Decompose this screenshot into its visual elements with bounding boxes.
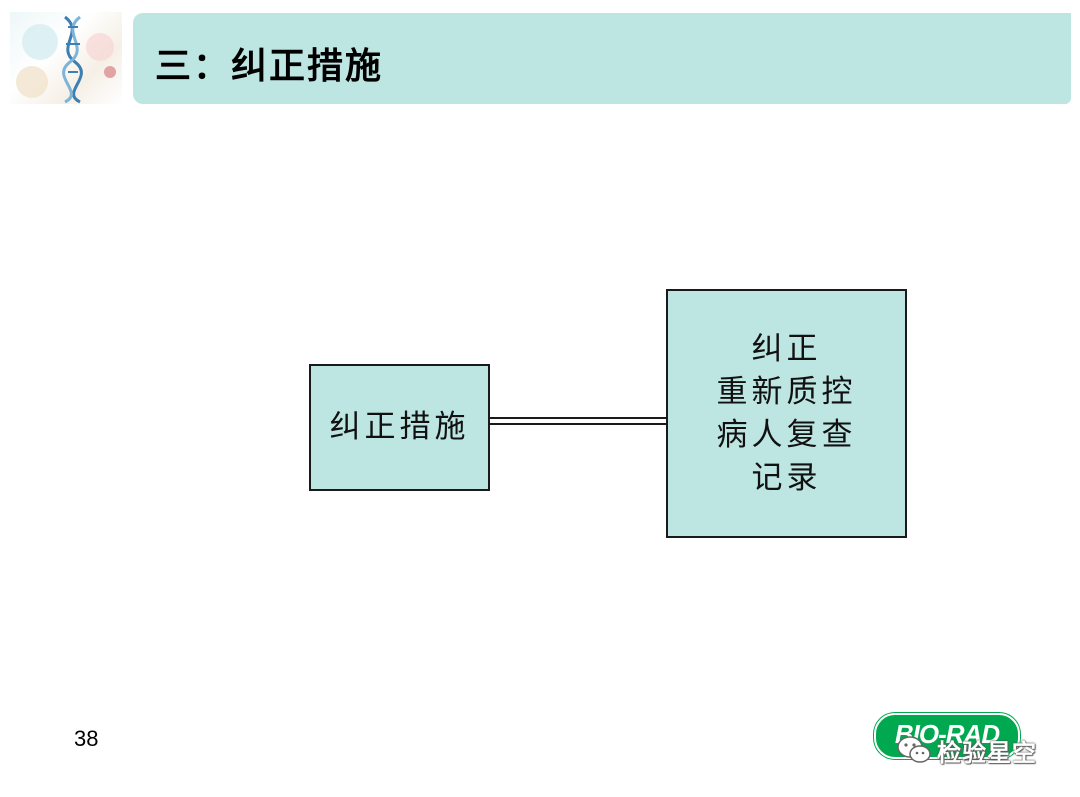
- watermark: 检验星空: [897, 734, 1037, 767]
- double-line-connector: [490, 417, 666, 425]
- action-step-line: 病人复查: [716, 416, 857, 453]
- corrective-action-label: 纠正措施: [329, 409, 470, 445]
- corrective-action-box: 纠正措施: [309, 364, 490, 491]
- header-decorative-image: [10, 12, 122, 104]
- slide-title: 三：纠正措施: [155, 46, 384, 87]
- watermark-text: 检验星空: [937, 738, 1037, 767]
- wechat-icon: [897, 736, 931, 763]
- page-number: 38: [74, 726, 99, 751]
- title-bar: 三：纠正措施: [133, 13, 1071, 104]
- action-step-line: 重新质控: [716, 373, 857, 410]
- dna-illustration-icon: [16, 15, 116, 104]
- action-step-line: 记录: [751, 459, 822, 496]
- action-steps-box: 纠正 重新质控 病人复查 记录: [666, 289, 907, 538]
- action-step-line: 纠正: [751, 330, 822, 367]
